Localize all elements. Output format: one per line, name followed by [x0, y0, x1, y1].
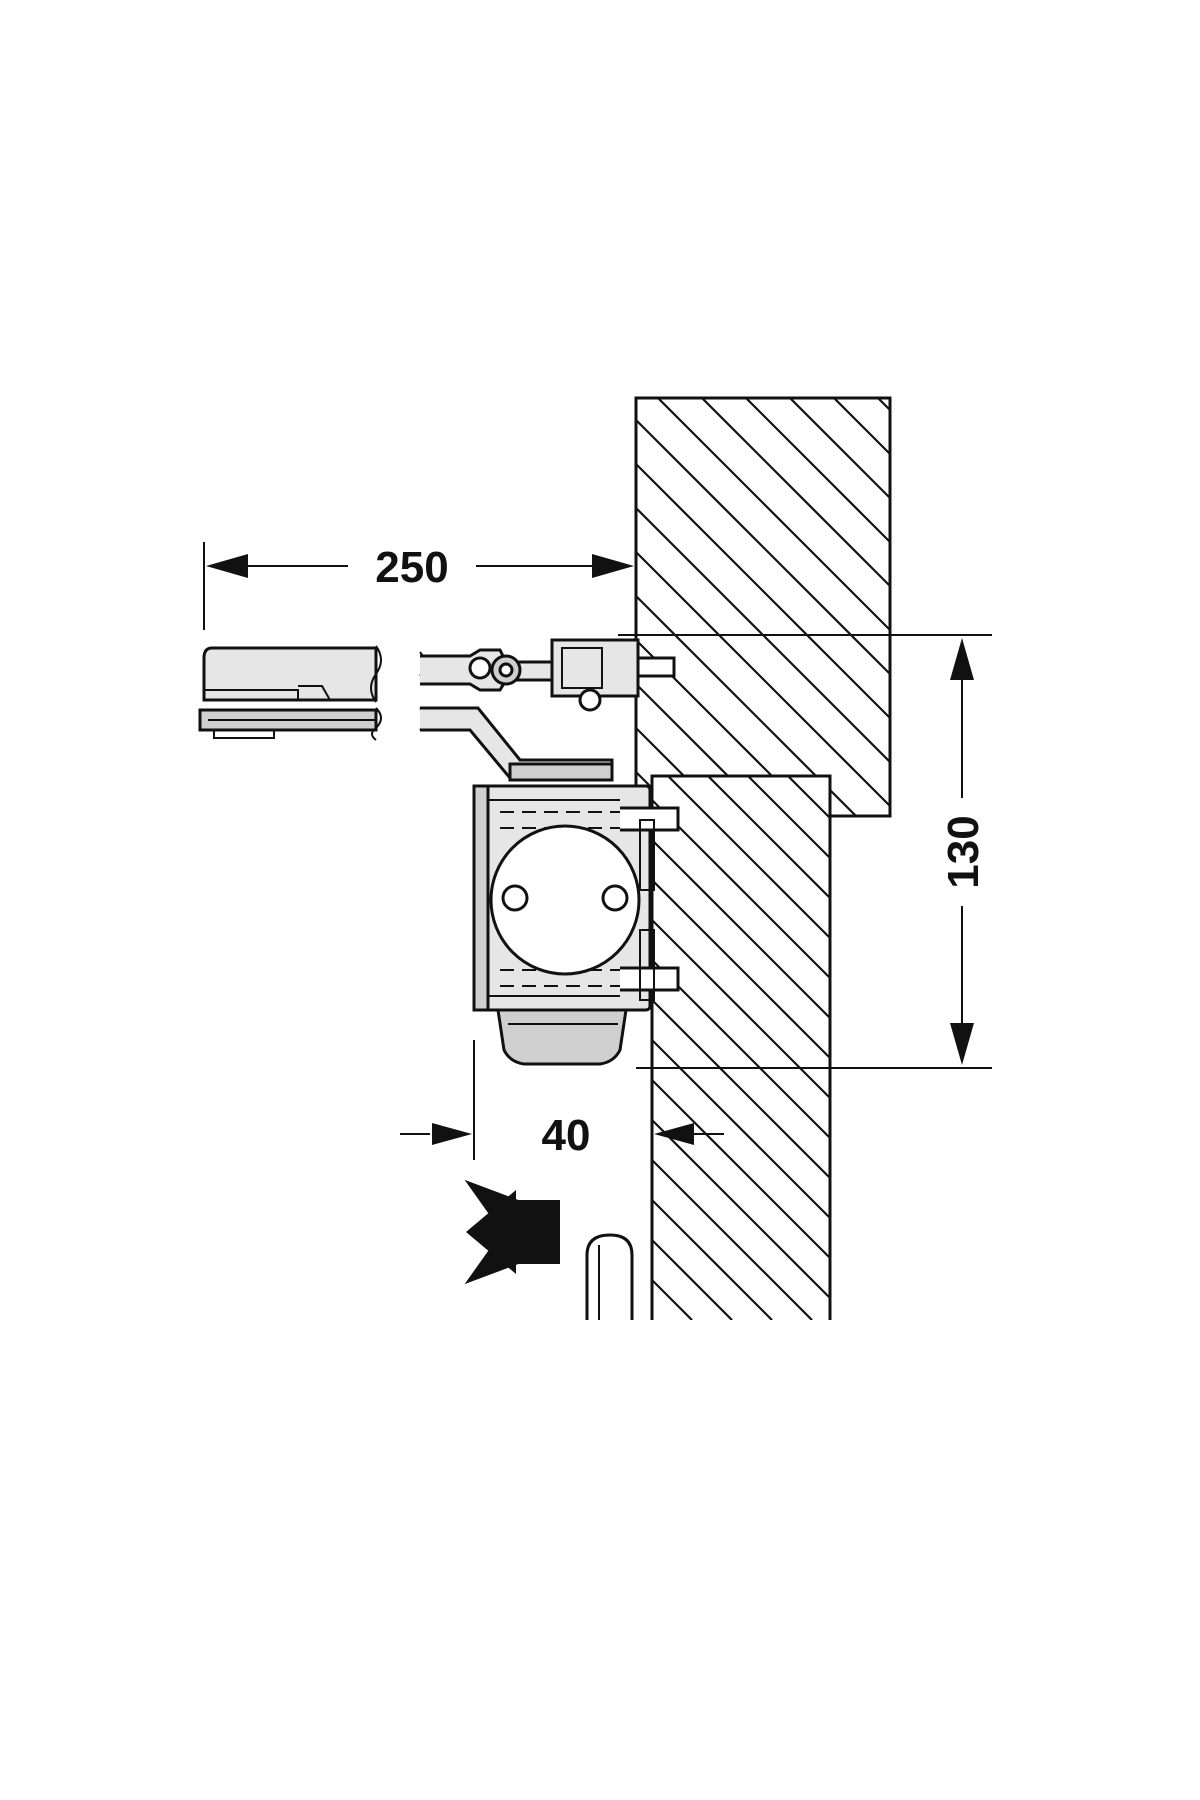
break-marks: [370, 645, 426, 741]
door-hatch-line: [707, 776, 830, 900]
frame-hatch-line: [877, 398, 890, 412]
frame-hatch-line: [745, 398, 890, 544]
door-hatch-line: [1068, 776, 1200, 1320]
dimension-40-label: 40: [542, 1111, 591, 1160]
door-hatch-line: [868, 776, 1200, 1320]
frame-hatch-line: [1010, 398, 1200, 816]
frame-hatch-line: [636, 814, 637, 816]
door-hatch-line: [1028, 776, 1200, 1320]
frame-hatch-line: [636, 638, 813, 816]
frame-hatch-line: [636, 594, 857, 816]
frame-hatch-line: [1098, 398, 1200, 816]
door-hatch-line: [652, 798, 830, 980]
frame-hatch-line: [1186, 398, 1200, 816]
door-hatch-line: [1108, 776, 1200, 1320]
door-hatch-line: [827, 776, 830, 780]
frame-hatch-line: [922, 398, 1200, 816]
dimension-130: 130: [618, 634, 992, 1069]
door-hatch-line: [652, 1198, 773, 1320]
door-hatch-line: [652, 1078, 830, 1260]
door-hatch-line: [652, 918, 830, 1100]
frame-hatch-line: [636, 462, 890, 720]
door-hatch-line: [988, 776, 1200, 1320]
door-hatch-line: [652, 1158, 813, 1320]
dimension-40: 40: [400, 1040, 724, 1160]
frame-hatch-line: [636, 506, 890, 764]
frame-hatch-line: [966, 398, 1200, 816]
frame-hatch-line: [657, 398, 890, 632]
arrow-left-icon: [464, 1179, 560, 1285]
door-hatch-line: [667, 776, 830, 940]
dimension-130-label: 130: [939, 815, 988, 888]
door-hatch-line: [652, 1118, 830, 1300]
door-hatch-line: [652, 1038, 830, 1220]
frame-hatch-line: [636, 550, 890, 808]
door-hatch-line: [787, 776, 830, 820]
door-frame: [634, 396, 1200, 818]
frame-hatch-line: [636, 726, 725, 816]
door-hatch-line: [652, 998, 830, 1180]
door-hatch-line: [1148, 776, 1200, 1320]
dimension-250-label: 250: [375, 543, 448, 592]
frame-hatch-line: [1142, 398, 1200, 816]
main-arm: [420, 706, 614, 782]
door-hatch-line: [1188, 776, 1200, 1320]
arm-clamp: [198, 646, 378, 739]
door-hatch-line: [652, 838, 830, 1020]
door-leaf: [650, 774, 1200, 1320]
door-hatch-line: [652, 878, 830, 1060]
frame-hatch-line: [636, 770, 681, 816]
frame-hatch-line: [701, 398, 890, 588]
door-hatch-line: [652, 958, 830, 1140]
dimension-250: 250: [203, 542, 634, 630]
hinge-pin: [585, 1233, 634, 1320]
frame-hatch-line: [636, 682, 769, 816]
closer-body: [472, 784, 680, 1066]
frame-hatch-line: [1054, 398, 1200, 816]
door-hatching: [652, 776, 1200, 1320]
upper-arm: [420, 638, 676, 712]
frame-hatch-line: [789, 398, 890, 500]
frame-hatching: [636, 398, 1200, 816]
frame-hatch-line: [636, 418, 890, 676]
